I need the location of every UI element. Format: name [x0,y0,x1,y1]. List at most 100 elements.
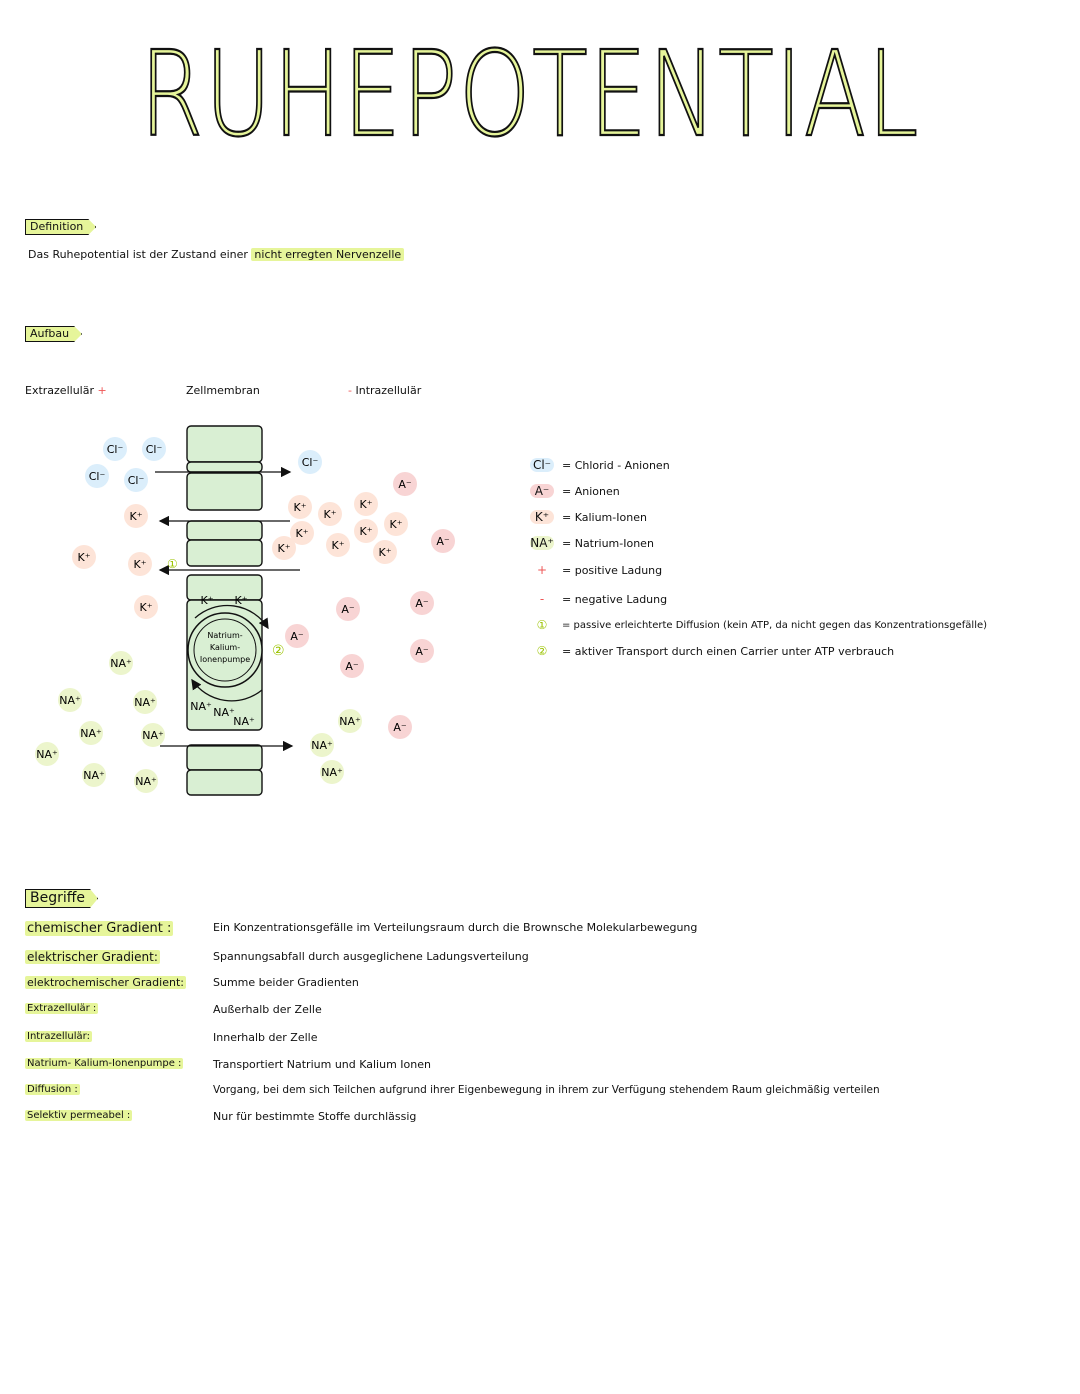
pump-label-2: Kalium- [210,643,240,652]
legend-row: += positive Ladung [530,563,662,577]
legend-text: = Chlorid - Anionen [562,458,670,472]
sodium-ion: NA⁺ [338,709,362,733]
chloride-ion-label: Cl⁻ [107,443,124,456]
legend-row: ②= aktiver Transport durch einen Carrier… [530,644,895,658]
potassium-ion-label: K⁺ [293,501,306,514]
anion: A⁻ [410,639,434,663]
sodium-ion-label: NA⁺ [339,715,361,728]
legend-text: = aktiver Transport durch einen Carrier … [562,644,895,658]
chloride-ion: Cl⁻ [103,437,127,461]
potassium-ion: K⁺ [318,502,342,526]
sodium-ion: NA⁺ [79,721,103,745]
potassium-ion-label: K⁺ [323,508,336,521]
begriffe-tag: Begriffe [25,889,98,908]
label-intrazellular: - Intrazellulär [348,384,421,397]
potassium-ion: K⁺ [384,512,408,536]
chloride-ion: Cl⁻ [142,437,166,461]
anion-label: A⁻ [393,721,407,734]
marker-2-icon: ② [272,643,285,659]
anion: A⁻ [393,472,417,496]
anion-label: A⁻ [415,597,429,610]
anion-label: A⁻ [345,660,359,673]
begriff-term: Selektiv permeabel : [25,1110,133,1121]
plus-sign: + [97,384,107,397]
potassium-ion: K⁺ [288,495,312,519]
anion-label: A⁻ [290,630,304,643]
membrane-segment [186,425,263,463]
chloride-ion: Cl⁻ [124,468,148,492]
legend-row: Cl⁻ = Chlorid - Anionen [530,458,670,472]
legend-symbol: Cl⁻ [530,458,554,472]
potassium-ion-label: K⁺ [133,558,146,571]
potassium-ion: K⁺ [354,519,378,543]
chloride-ion: Cl⁻ [298,450,322,474]
sodium-ion-label: NA⁺ [233,715,255,728]
definition-text-plain: Das Ruhepotential ist der Zustand einer [28,248,248,261]
sodium-ion: NA⁺ [190,700,212,713]
potassium-ion-label: K⁺ [129,510,142,523]
minus-sign: - [348,384,352,397]
sodium-ion-label: NA⁺ [213,706,235,719]
legend-row: A⁻= Anionen [530,484,620,498]
sodium-ion: NA⁺ [233,715,255,728]
potassium-ion-label: K⁺ [200,594,213,607]
legend-symbol: - [539,592,545,606]
potassium-ion-label: K⁺ [359,525,372,538]
sodium-ion-label: NA⁺ [190,700,212,713]
potassium-ion: K⁺ [326,533,350,557]
sodium-ion-label: NA⁺ [311,739,333,752]
potassium-ion: K⁺ [200,594,213,607]
potassium-ion-label: K⁺ [378,546,391,559]
anion: A⁻ [336,597,360,621]
anion: A⁻ [410,591,434,615]
legend-symbol: A⁻ [530,484,554,498]
pump-label-3: Ionenpumpe [200,655,250,664]
begriff-definition: Vorgang, bei dem sich Teilchen aufgrund … [213,1084,880,1096]
sodium-ion: NA⁺ [134,769,158,793]
sodium-ion-label: NA⁺ [135,775,157,788]
sodium-ion: NA⁺ [141,723,165,747]
anion-label: A⁻ [436,535,450,548]
anion: A⁻ [285,624,309,648]
chloride-ion: Cl⁻ [85,464,109,488]
marker-1-icon: ① [167,557,178,571]
membrane-segment [186,769,263,796]
anion-label: A⁻ [341,603,355,616]
begriff-definition: Ein Konzentrationsgefälle im Verteilungs… [213,921,698,934]
potassium-ion-label: K⁺ [277,542,290,555]
begriff-definition: Spannungsabfall durch ausgeglichene Ladu… [213,950,529,963]
sodium-ion-label: NA⁺ [83,769,105,782]
transport-arrows [155,466,300,752]
potassium-ion-label: K⁺ [389,518,402,531]
cell-membrane [186,425,263,796]
chloride-ion-label: Cl⁻ [89,470,106,483]
sodium-ion-label: NA⁺ [321,766,343,779]
potassium-ion: K⁺ [128,552,152,576]
anion: A⁻ [388,715,412,739]
legend-text: = positive Ladung [562,563,663,577]
label-zellmembran: Zellmembran [186,384,260,397]
chloride-ion-label: Cl⁻ [146,443,163,456]
membrane-diagram: Cl⁻Cl⁻Cl⁻Cl⁻Cl⁻K⁺K⁺K⁺K⁺K⁺K⁺K⁺K⁺K⁺K⁺K⁺K⁺K… [35,425,455,796]
legend-row: NA⁺= Natrium-Ionen [530,536,654,550]
legend-symbol: K⁺ [530,510,554,524]
pump-label-1: Natrium- [207,631,242,640]
sodium-ion-label: NA⁺ [36,748,58,761]
legend-row: -= negative Ladung [530,592,667,606]
anion-label: A⁻ [415,645,429,658]
membrane-segment [186,520,263,541]
page-title: RUHEPOTENTIAL [140,30,919,150]
begriff-definition: Innerhalb der Zelle [213,1031,318,1044]
anion: A⁻ [431,529,455,553]
sodium-ion: NA⁺ [35,742,59,766]
begriff-definition: Summe beider Gradienten [213,976,359,989]
potassium-ion-label: K⁺ [234,594,247,607]
potassium-ion-label: K⁺ [359,498,372,511]
anion: A⁻ [340,654,364,678]
legend-symbol: ① [536,618,548,632]
potassium-ion: K⁺ [134,595,158,619]
potassium-ion: K⁺ [290,521,314,545]
sodium-ion-label: NA⁺ [59,694,81,707]
sodium-ion-label: NA⁺ [142,729,164,742]
legend-row: K⁺= Kalium-Ionen [530,510,647,524]
